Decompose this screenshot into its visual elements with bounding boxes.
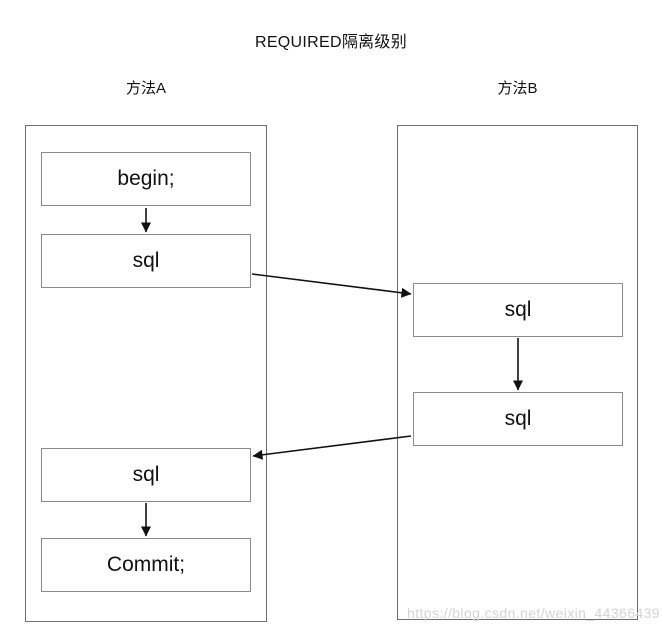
node-method-a-commit: Commit;: [41, 538, 251, 592]
node-method-a-sql-2: sql: [41, 448, 251, 502]
node-method-a-sql-1: sql: [41, 234, 251, 288]
node-method-b-sql-2: sql: [413, 392, 623, 446]
method-a-header: 方法A: [125, 80, 166, 97]
node-method-a-begin: begin;: [41, 152, 251, 206]
method-b-header: 方法B: [497, 80, 538, 97]
diagram-title: REQUIRED隔离级别: [254, 34, 408, 51]
arrow-a-sql1-to-b-sql1: [251, 273, 412, 298]
node-method-b-sql-1: sql: [413, 283, 623, 337]
watermark: https://blog.csdn.net/weixin_44366439: [407, 605, 660, 621]
arrow-b-sql2-to-a-sql2: [252, 435, 412, 460]
